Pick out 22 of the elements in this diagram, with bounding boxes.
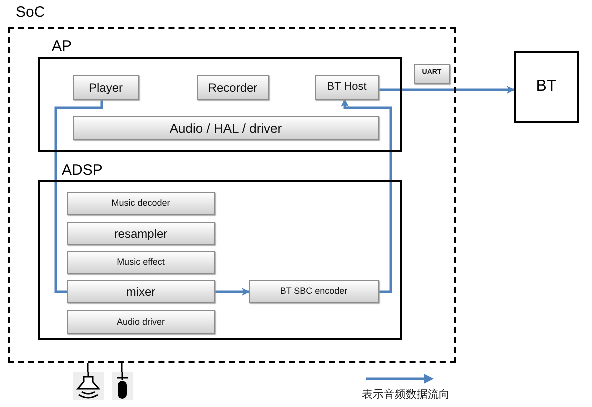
module-box: resampler: [67, 222, 215, 245]
group-heading: ADSP: [62, 162, 103, 180]
module-box: Music effect: [67, 251, 215, 274]
device-box: BT: [514, 51, 579, 123]
module-box: Music decoder: [67, 192, 215, 215]
data-flow-arrow: [379, 86, 515, 94]
module-box: Audio driver: [67, 310, 215, 334]
module-box: Player: [73, 75, 139, 100]
group-heading: AP: [52, 38, 72, 56]
module-box: mixer: [67, 280, 215, 303]
group-heading: SoC: [16, 4, 46, 22]
microphone-icon: [112, 372, 133, 400]
module-box: BT Host: [315, 75, 379, 100]
cable-line: [87, 363, 89, 372]
legend-text: 表示音频数据流向: [362, 388, 450, 403]
module-box: BT SBC encoder: [249, 280, 379, 303]
data-flow-arrow: [215, 288, 250, 296]
module-box: Recorder: [197, 75, 269, 100]
data-flow-arrow: [341, 99, 392, 294]
speaker-icon: [73, 372, 104, 400]
cable-line: [121, 363, 123, 372]
module-box: Audio / HAL / driver: [73, 116, 379, 140]
